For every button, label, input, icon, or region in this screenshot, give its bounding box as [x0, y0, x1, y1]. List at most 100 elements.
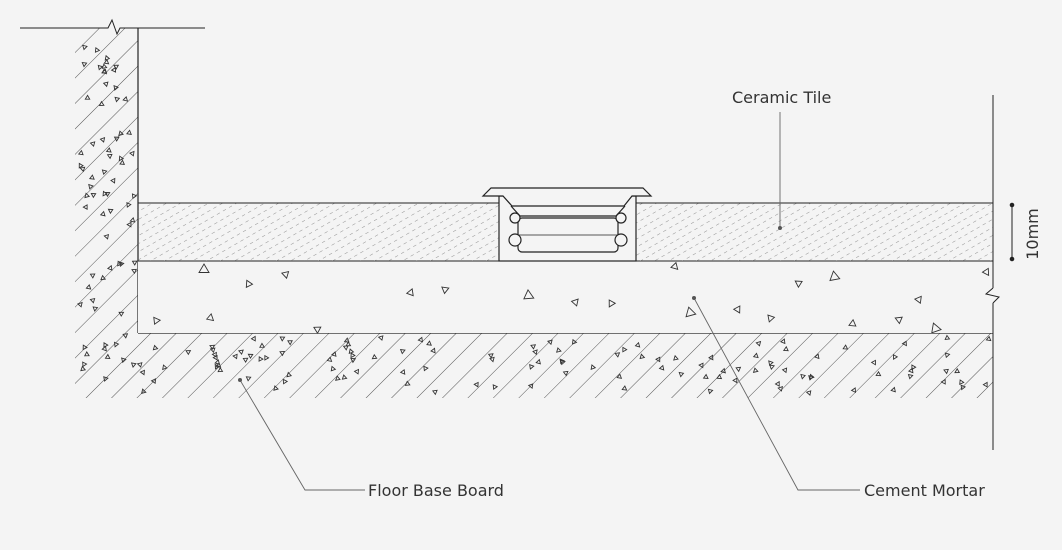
- base-aggregate: [893, 353, 899, 360]
- base-aggregate: [350, 357, 357, 364]
- base-aggregate: [430, 347, 436, 354]
- base-aggregate: [590, 364, 597, 370]
- base-aggregate: [732, 377, 738, 384]
- base-aggregate: [707, 388, 714, 395]
- mortar-aggregate: [570, 298, 579, 307]
- base-aggregate: [237, 349, 244, 355]
- base-aggregate: [242, 357, 249, 364]
- base-aggregate: [562, 370, 569, 377]
- base-aggregate: [330, 365, 337, 372]
- base-aggregate: [492, 384, 499, 390]
- base-aggregate: [211, 351, 217, 358]
- base-aggregate: [850, 387, 857, 394]
- base-aggregate: [212, 354, 218, 361]
- base-aggregate: [82, 44, 88, 51]
- base-aggregate: [426, 340, 432, 346]
- base-aggregate: [287, 340, 293, 346]
- base-aggregate: [264, 354, 270, 361]
- base-aggregate: [131, 193, 138, 200]
- base-aggregate: [214, 359, 220, 365]
- base-aggregate: [209, 347, 216, 354]
- mortar-aggregate: [670, 261, 679, 270]
- base-aggregate: [529, 364, 535, 370]
- base-aggregate: [404, 380, 411, 386]
- base-aggregate: [698, 362, 704, 369]
- base-aggregate: [129, 150, 135, 157]
- base-aggregate: [215, 362, 222, 368]
- base-aggregate: [131, 268, 138, 275]
- base-aggregate: [232, 353, 238, 360]
- base-aggregate: [84, 192, 91, 199]
- base-aggregate: [808, 375, 814, 381]
- base-aggregate: [655, 356, 661, 363]
- base-aggregate: [118, 155, 125, 162]
- base-aggregate: [89, 297, 96, 304]
- base-aggregate: [279, 350, 286, 357]
- base-aggregate: [560, 359, 566, 366]
- base-aggregate: [752, 367, 759, 373]
- base-aggregate: [78, 162, 84, 169]
- base-aggregate: [131, 260, 138, 266]
- base-aggregate: [113, 64, 120, 70]
- base-aggregate: [258, 356, 264, 362]
- base-aggregate: [335, 375, 341, 381]
- top-break-line: [20, 18, 205, 36]
- base-aggregate: [940, 378, 946, 385]
- base-aggregate: [720, 367, 726, 374]
- base-aggregate: [353, 368, 360, 375]
- mortar-aggregate: [685, 306, 697, 318]
- base-aggregate: [348, 348, 355, 355]
- base-aggregate: [110, 66, 117, 73]
- base-aggregate: [103, 233, 110, 240]
- base-aggregate: [959, 379, 965, 385]
- base-aggregate: [122, 333, 129, 339]
- base-aggregate: [81, 61, 88, 68]
- base-aggregate: [82, 344, 88, 351]
- base-aggregate: [658, 364, 665, 371]
- base-aggregate: [113, 341, 120, 348]
- base-aggregate: [621, 385, 628, 391]
- base-aggregate: [779, 338, 786, 345]
- base-aggregate: [286, 371, 293, 378]
- cement-mortar-label: Cement Mortar: [864, 481, 985, 500]
- cement-mortar-leader-dot: [692, 296, 696, 300]
- base-aggregate: [769, 364, 775, 371]
- base-aggregate: [84, 94, 91, 100]
- base-aggregate: [901, 340, 907, 347]
- floor-base-board-section: [75, 28, 993, 398]
- base-aggregate: [907, 367, 914, 374]
- base-aggregate: [130, 362, 137, 368]
- base-aggregate: [129, 217, 136, 223]
- base-aggregate: [136, 362, 143, 368]
- base-aggregate: [209, 344, 216, 351]
- base-aggregate: [150, 378, 157, 385]
- base-aggregate: [616, 373, 623, 379]
- base-aggregate: [217, 366, 224, 373]
- base-aggregate: [113, 84, 119, 91]
- dimension-label: 10mm: [1023, 208, 1042, 260]
- base-aggregate: [371, 353, 378, 360]
- base-aggregate: [139, 369, 145, 376]
- mortar-aggregate: [405, 288, 414, 297]
- base-aggregate: [559, 358, 566, 365]
- base-aggregate: [102, 190, 108, 197]
- base-aggregate: [152, 344, 159, 351]
- base-aggregate: [911, 364, 917, 371]
- base-aggregate: [527, 383, 534, 390]
- mortar-aggregate: [245, 279, 254, 289]
- base-aggregate: [82, 204, 88, 210]
- base-aggregate: [571, 338, 578, 345]
- base-aggregate: [774, 380, 780, 387]
- base-aggregate: [101, 345, 107, 352]
- base-aggregate: [489, 356, 495, 363]
- base-aggregate: [162, 364, 168, 371]
- base-aggregate: [110, 177, 116, 184]
- base-aggregate: [117, 260, 123, 267]
- mortar-aggregate: [608, 299, 617, 308]
- base-aggregate: [842, 344, 849, 350]
- base-aggregate: [702, 373, 709, 380]
- base-aggregate: [77, 301, 83, 308]
- base-aggregate: [185, 350, 192, 356]
